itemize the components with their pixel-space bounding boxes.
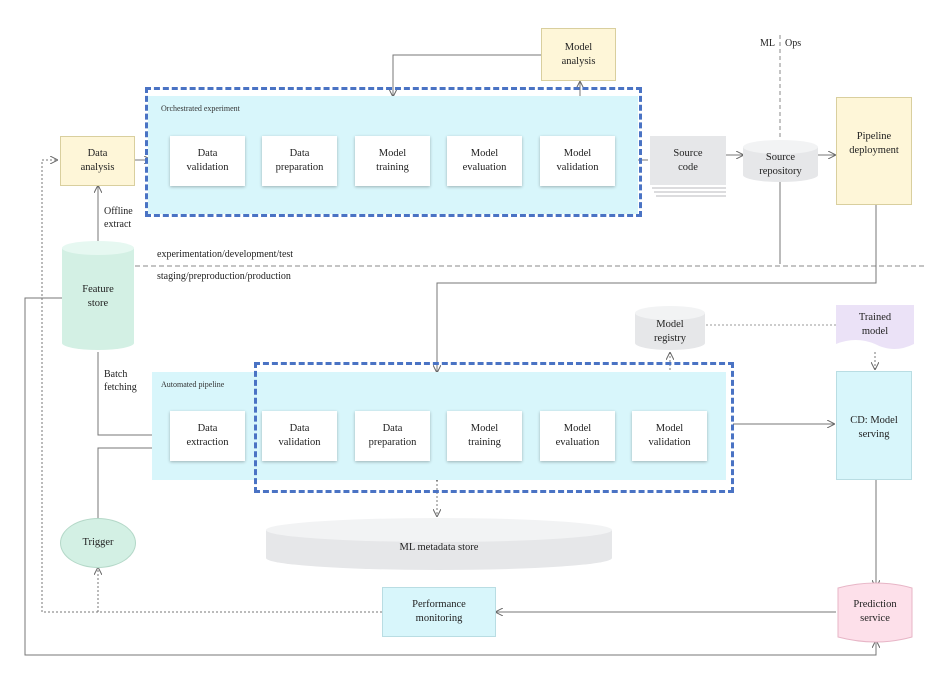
connector-monitoring-trigger [98, 568, 382, 613]
model-registry-node: Model registry [653, 319, 687, 344]
model-registry-shape [635, 306, 705, 350]
prediction-service-node: Prediction service [853, 599, 897, 624]
automated-pipeline-boundary [254, 362, 734, 493]
exp-model-validation-node: Model validation [540, 136, 615, 186]
batch-fetching-label: Batch fetching [104, 369, 137, 393]
auto-data-validation-node: Data validation [262, 411, 337, 461]
trained-model-node: Trained model [858, 312, 892, 337]
auto-model-training-node: Model training [447, 411, 522, 461]
auto-data-preparation-node: Data preparation [355, 411, 430, 461]
performance-monitoring-node: Performance monitoring [382, 587, 496, 637]
auto-model-validation-node: Model validation [632, 411, 707, 461]
trained-model-shape [836, 305, 914, 349]
env-top-label: experimentation/development/test [157, 249, 294, 260]
auto-model-evaluation-node: Model evaluation [540, 411, 615, 461]
connector-trigger [97, 448, 168, 518]
orchestrated-experiment-boundary [145, 87, 642, 217]
ml-metadata-store-node: ML metadata store [399, 542, 479, 554]
pipeline-deployment-node: Pipeline deployment [836, 97, 912, 205]
model-analysis-node: Model analysis [541, 28, 616, 81]
orchestrated-experiment-label: Orchestrated experiment [161, 104, 240, 113]
connector-feature-prediction [24, 297, 876, 656]
feature-store-node: Feature store [82, 284, 114, 309]
data-analysis-node: Data analysis [60, 136, 135, 186]
source-repository-node: Source repository [759, 152, 802, 177]
automated-pipeline-label: Automated pipeline [161, 380, 225, 389]
connector-batch-fetching [97, 352, 168, 435]
offline-extract-label: Offline extract [104, 206, 133, 230]
exp-data-preparation-node: Data preparation [262, 136, 337, 186]
exp-model-training-node: Model training [355, 136, 430, 186]
connector-deploy-pipeline [437, 205, 877, 372]
source-repository-shape [743, 140, 818, 183]
ml-label: ML [760, 38, 775, 49]
prediction-service-shape [837, 582, 913, 643]
env-bottom-label: staging/preproduction/production [157, 271, 291, 282]
cd-model-serving-node: CD: Model serving [836, 371, 912, 480]
ops-label: Ops [785, 38, 802, 49]
feature-store-shape [62, 241, 134, 350]
automated-pipeline-area [152, 372, 726, 480]
connector-monitoring-data-analysis [41, 160, 98, 613]
source-code-node: Source code [650, 136, 726, 185]
ml-metadata-store-shape [266, 518, 612, 570]
data-extraction-node: Data extraction [170, 411, 245, 461]
exp-model-evaluation-node: Model evaluation [447, 136, 522, 186]
exp-data-validation-node: Data validation [170, 136, 245, 186]
trigger-node: Trigger [60, 518, 136, 568]
